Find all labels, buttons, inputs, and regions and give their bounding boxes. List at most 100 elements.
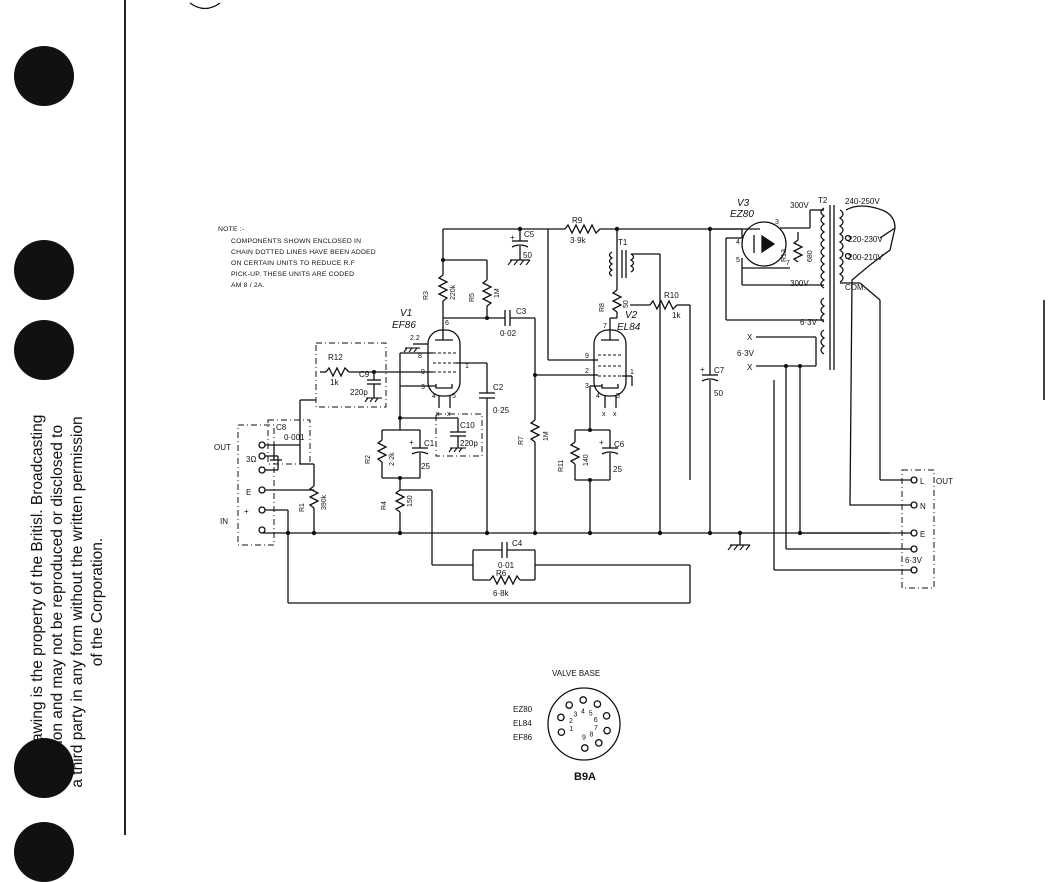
valve-base-pin — [593, 700, 602, 708]
r12-ref: R12 — [328, 353, 343, 362]
resistor-r3: R3 220k — [423, 229, 457, 318]
valve-base-pin-number: 5 — [589, 711, 593, 718]
t2-ref: T2 — [818, 196, 828, 205]
r7-value: 1M — [543, 431, 550, 441]
svg-text:7: 7 — [786, 260, 790, 267]
r3-value: 220k — [450, 284, 457, 300]
svg-text:4: 4 — [596, 393, 600, 400]
capacitor-c2: C2 0·25 — [479, 363, 510, 533]
punch-hole-3 — [14, 320, 74, 380]
term-e-right-label: E — [920, 530, 925, 539]
c7-value: 50 — [714, 389, 723, 398]
valve-base-pin — [594, 739, 603, 747]
v2-type: EL84 — [617, 322, 641, 333]
transformer-t1: T1 R8 50 — [599, 229, 661, 319]
c6-ref: C6 — [614, 440, 625, 449]
note-line-5: AM 8 / 2A. — [231, 282, 265, 289]
r8-value: 50 — [623, 300, 630, 308]
valve-base-type-1: EZ80 — [513, 705, 533, 714]
svg-text:+: + — [510, 233, 515, 242]
terminal-block-right: L N E 6·3V OUT — [901, 469, 953, 589]
r4-value: 150 — [407, 495, 414, 507]
cathode-network-v2: R11 140 + C6 25 — [558, 428, 625, 533]
term-n-label: N — [920, 502, 926, 511]
valve-base-pin — [557, 713, 565, 722]
valve-base-pin — [603, 726, 611, 735]
r9-value: 3·9k — [570, 236, 587, 245]
resistor-r7: R7 1M — [518, 363, 550, 533]
valve-base-code: B9A — [574, 771, 596, 783]
r9-ref: R9 — [572, 216, 583, 225]
r2-ref: R2 — [365, 455, 372, 464]
valve-v1: V1 EF86 6 8 9 3 1 4 5 2.2 x x — [383, 308, 487, 418]
resistor-r13: R13 680 — [781, 232, 814, 263]
valve-base-title: VALVE BASE — [552, 669, 600, 678]
rf-enclosure-r12-c9: R12 1k C9 220p — [315, 342, 387, 408]
term-3ohm-label: 3Ω — [246, 455, 256, 464]
r11-ref: R11 — [558, 460, 565, 472]
c1-value: 25 — [421, 462, 430, 471]
punch-hole-2 — [14, 240, 74, 300]
r5-value: 1M — [494, 288, 501, 298]
c10-value: 220p — [460, 439, 478, 448]
svg-text:X: X — [747, 333, 753, 342]
svg-text:3: 3 — [421, 384, 425, 391]
c2-value: 0·25 — [493, 406, 510, 415]
tap-200v: 200-210V — [848, 253, 883, 262]
r7-ref: R7 — [518, 436, 525, 445]
valve-base-pin-number: 3 — [574, 711, 578, 718]
note-line-4: PICK-UP. THESE UNITS ARE CODED — [231, 271, 354, 278]
drawing-sheet: This drawing is the property of the Brit… — [14, 0, 1045, 882]
capacitor-c5: + C5 50 — [507, 229, 535, 266]
svg-text:4: 4 — [736, 239, 740, 246]
valve-base-pin — [580, 744, 589, 752]
punch-hole-4 — [14, 738, 74, 798]
svg-text:6: 6 — [445, 320, 449, 327]
term-in-label: IN — [220, 517, 228, 526]
valve-base-pin-number: 4 — [581, 709, 585, 716]
c4-value: 0·01 — [498, 561, 515, 570]
svg-text:x: x — [613, 411, 617, 418]
note-line-1: COMPONENTS SHOWN ENCLOSED IN — [231, 238, 361, 245]
c2-ref: C2 — [493, 383, 504, 392]
svg-text:7: 7 — [603, 323, 607, 330]
valve-base-pin-number: 2 — [569, 718, 573, 725]
feedback-network: C4 0·01 R6 6·8k — [287, 535, 691, 604]
note-heading: NOTE :- — [218, 226, 244, 233]
rf-enclosure-c10: C10 220p — [400, 413, 483, 457]
valve-v2: V2 EL84 9 2 3 7 4 5 1 x x — [585, 310, 641, 430]
r1-value: 390k — [321, 494, 328, 510]
r4-ref: R4 — [381, 501, 388, 510]
heater-wiring: X 6·3V X — [737, 333, 912, 571]
svg-text:5: 5 — [452, 393, 456, 400]
term-out-right-label: OUT — [936, 477, 953, 486]
r2-value: 2·2k — [389, 452, 396, 466]
punch-hole-1 — [14, 46, 74, 106]
svg-text:+: + — [700, 365, 705, 374]
transformer-t2: T2 300V 300V 6·3V 240-250V 220-230V 200-… — [725, 196, 912, 506]
sheet-arc — [189, 2, 221, 10]
r1-ref: R1 — [299, 503, 306, 512]
valve-base-type-3: EF86 — [513, 733, 533, 742]
r13-ref: R13 — [781, 249, 788, 262]
cathode-network-v1: R2 2·2k + C1 25 R4 150 — [365, 353, 435, 565]
resistor-r1: R1 390k — [299, 445, 328, 533]
c5-ref: C5 — [524, 230, 535, 239]
term-plus-label: + — [244, 507, 249, 516]
svg-text:1: 1 — [465, 363, 469, 370]
r13-value: 680 — [807, 250, 814, 262]
tap-6v3: 6·3V — [800, 318, 818, 327]
svg-text:2: 2 — [585, 368, 589, 375]
heater-6v3-label: 6·3V — [737, 349, 755, 358]
valve-v3: V3 EZ80 3 4 5 7 — [710, 198, 811, 269]
r5-ref: R5 — [469, 293, 476, 302]
term-l-label: L — [920, 477, 925, 486]
svg-text:8: 8 — [418, 353, 422, 360]
svg-text:1: 1 — [630, 369, 634, 376]
valve-base-pin-number: 9 — [582, 735, 586, 742]
tap-240v: 240-250V — [845, 197, 880, 206]
v1-type: EF86 — [392, 320, 416, 331]
c8-value: 0·001 — [284, 433, 305, 442]
